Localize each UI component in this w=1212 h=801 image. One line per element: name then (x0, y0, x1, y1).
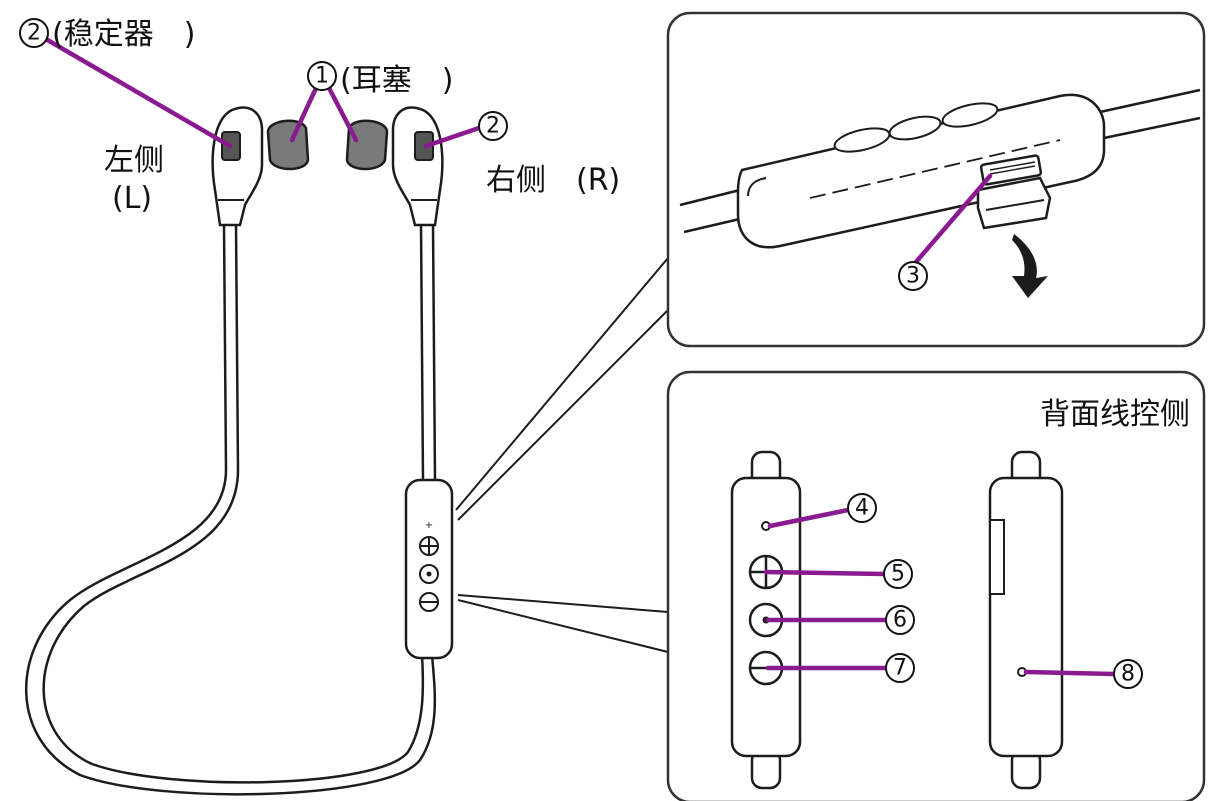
label-back-remote: 背面线控侧 (1040, 397, 1190, 432)
svg-text:2: 2 (27, 21, 41, 46)
svg-text:5: 5 (891, 562, 905, 587)
callout-2-right: 2 (478, 111, 508, 141)
label-right-side: 右侧 (R) (486, 163, 620, 198)
remote-perspective-body (736, 93, 1106, 249)
svg-text:+: + (425, 520, 433, 531)
zoom-panel-bottom (666, 370, 1206, 801)
callout-8: 8 (1113, 659, 1143, 689)
leader-lines (41, 35, 1117, 677)
svg-text:7: 7 (893, 656, 907, 681)
svg-text:1: 1 (315, 64, 329, 89)
left-earbud (211, 106, 310, 227)
open-cover-arrow-icon (1012, 234, 1048, 298)
label-left-side: 左侧 (104, 143, 164, 178)
label-left-code: (L) (112, 181, 152, 216)
right-earbud-body (391, 106, 444, 227)
callout-6: 6 (885, 605, 915, 635)
label-stabilizer: (稳定器 ) (52, 17, 195, 52)
remote-back (988, 450, 1064, 790)
callout-1: 1 (307, 61, 337, 91)
callout-2-left: 2 (19, 18, 49, 48)
zoom-lines (455, 257, 669, 653)
svg-text:3: 3 (906, 264, 920, 289)
zoom-panel-top (666, 11, 1206, 348)
callout-5: 5 (883, 559, 913, 589)
earphone-cable (25, 224, 437, 796)
svg-text:2: 2 (486, 114, 500, 139)
left-earbud-body (211, 106, 264, 227)
svg-text:6: 6 (893, 608, 907, 633)
left-eartip (266, 119, 310, 171)
callout-4: 4 (847, 493, 877, 523)
inline-remote-small: + (404, 478, 454, 660)
right-earbud (345, 106, 444, 227)
svg-text:8: 8 (1121, 662, 1135, 687)
callout-7: 7 (885, 653, 915, 683)
callout-3: 3 (898, 261, 928, 291)
label-eartip: (耳塞 ) (340, 63, 453, 98)
svg-text:4: 4 (855, 496, 869, 521)
right-eartip (345, 119, 389, 171)
usb-port-cover (976, 176, 1052, 230)
